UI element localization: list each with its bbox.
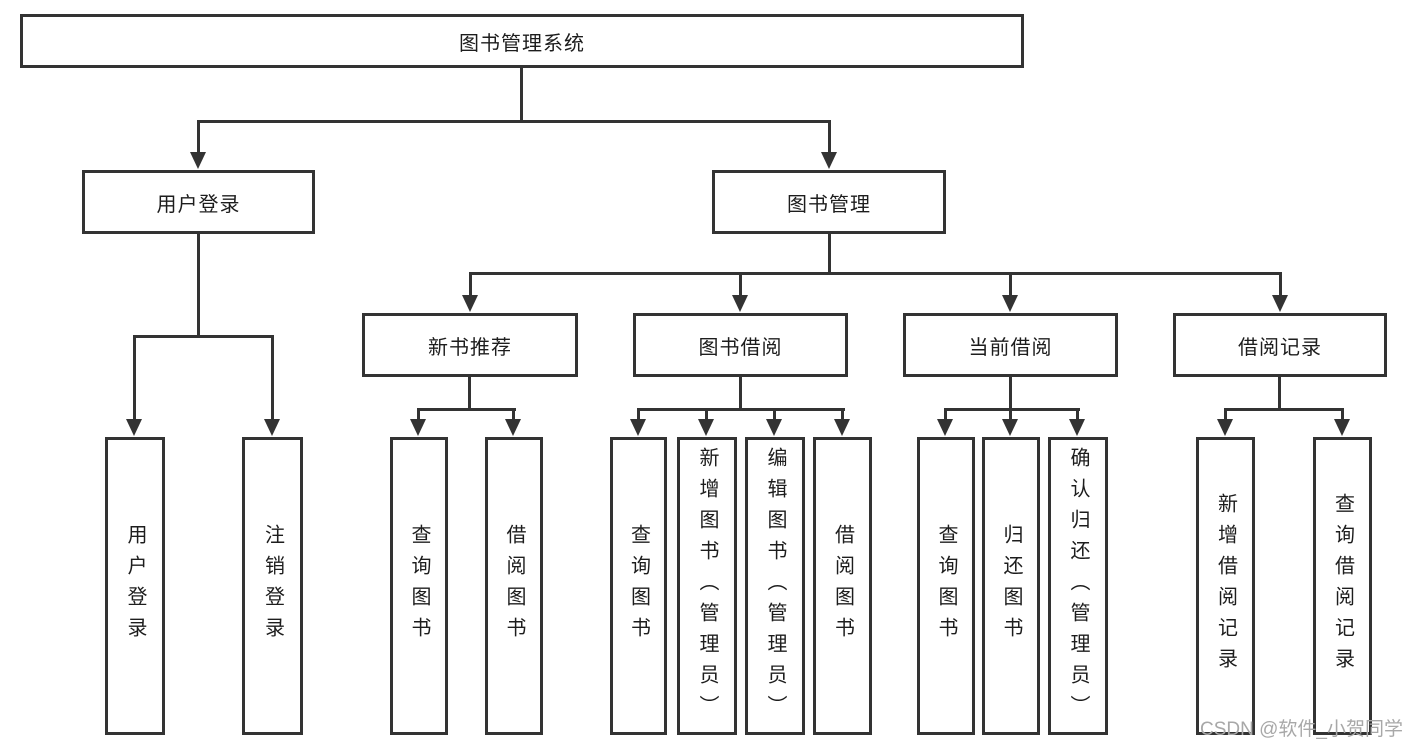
node-bb-query-books: 查询图书: [610, 437, 667, 735]
connector-bb-bar: [637, 408, 845, 411]
node-br-add-borrow-record: 新增借阅记录: [1196, 437, 1255, 735]
connector-user-login-stem: [197, 234, 200, 335]
node-nbr-borrow-books: 借阅图书: [485, 437, 543, 735]
node-label: 确认归还（管理员）: [1067, 446, 1089, 726]
node-label: 归还图书: [1000, 524, 1022, 648]
node-label: 查询图书: [627, 524, 650, 648]
connector-book-management-bar: [469, 272, 1282, 275]
connector-drop: [637, 408, 640, 421]
connector-drop: [1341, 408, 1344, 421]
node-borrowing-records: 借阅记录: [1173, 313, 1387, 377]
arrow-down-icon: [126, 419, 142, 436]
node-label: 编辑图书（管理员）: [764, 446, 786, 726]
node-label: 当前借阅: [968, 336, 1053, 359]
arrow-down-icon: [732, 295, 748, 312]
connector-drop-user-login: [197, 120, 200, 154]
connector-drop: [705, 408, 708, 421]
connector-drop: [773, 408, 776, 421]
arrow-down-icon: [1002, 419, 1018, 436]
node-bb-borrow-books: 借阅图书: [813, 437, 872, 735]
node-label: 借阅图书: [503, 524, 525, 648]
node-label: 查询图书: [935, 524, 957, 648]
connector-book-management-stem: [828, 234, 831, 272]
connector-drop-book-management: [828, 120, 831, 154]
node-label: 新书推荐: [428, 336, 512, 359]
node-nbr-query-books: 查询图书: [390, 437, 448, 735]
node-label: 图书管理系统: [459, 32, 585, 55]
arrow-down-icon: [1217, 419, 1233, 436]
connector-drop-current-borrowing: [1009, 272, 1012, 297]
connector-drop: [512, 408, 515, 421]
node-bb-edit-book-admin: 编辑图书（管理员）: [745, 437, 805, 735]
node-current-borrowing: 当前借阅: [903, 313, 1118, 377]
node-label: 新增借阅记录: [1214, 493, 1237, 679]
node-label: 用户登录: [156, 193, 241, 216]
csdn-watermark: CSDN @软件_小贺同学: [1200, 719, 1403, 740]
node-cb-return-books: 归还图书: [982, 437, 1040, 735]
arrow-down-icon: [462, 295, 478, 312]
connector-nbr-stem: [468, 377, 471, 408]
connector-drop: [1076, 408, 1079, 421]
node-cb-query-books: 查询图书: [917, 437, 975, 735]
node-label: 注销登录: [261, 524, 284, 648]
connector-drop-login: [133, 335, 136, 421]
connector-cb-bar: [944, 408, 1080, 411]
connector-bb-stem: [739, 377, 742, 408]
arrow-down-icon: [505, 419, 521, 436]
node-label: 借阅图书: [831, 524, 854, 648]
node-bb-add-book-admin: 新增图书（管理员）: [677, 437, 737, 735]
connector-drop-new-book: [469, 272, 472, 297]
node-label: 查询图书: [408, 524, 430, 648]
connector-nbr-bar: [417, 408, 516, 411]
connector-drop: [841, 408, 844, 421]
arrow-down-icon: [698, 419, 714, 436]
node-label: 查询借阅记录: [1331, 493, 1354, 679]
arrow-down-icon: [937, 419, 953, 436]
connector-br-bar: [1224, 408, 1344, 411]
arrow-down-icon: [766, 419, 782, 436]
connector-cb-stem: [1009, 377, 1012, 408]
arrow-down-icon: [821, 152, 837, 169]
arrow-down-icon: [1069, 419, 1085, 436]
node-library-management-system: 图书管理系统: [20, 14, 1024, 68]
connector-drop: [1009, 408, 1012, 421]
connector-root-bar: [197, 120, 831, 123]
node-label: 图书管理: [787, 193, 871, 216]
node-label: 用户登录: [124, 524, 146, 648]
connector-drop: [1224, 408, 1227, 421]
arrow-down-icon: [264, 419, 280, 436]
connector-drop-borrowing-records: [1279, 272, 1282, 297]
connector-drop-logout: [271, 335, 274, 421]
arrow-down-icon: [1002, 295, 1018, 312]
connector-user-login-bar: [133, 335, 274, 338]
connector-br-stem: [1278, 377, 1281, 408]
node-cb-confirm-return-admin: 确认归还（管理员）: [1048, 437, 1108, 735]
node-book-management: 图书管理: [712, 170, 946, 234]
node-label: 借阅记录: [1238, 336, 1322, 359]
arrow-down-icon: [410, 419, 426, 436]
node-user-login-branch: 用户登录: [82, 170, 315, 234]
node-label: 新增图书（管理员）: [696, 446, 718, 726]
node-logout-login: 注销登录: [242, 437, 303, 735]
node-label: 图书借阅: [698, 336, 783, 359]
arrow-down-icon: [1334, 419, 1350, 436]
node-new-book-recommendation: 新书推荐: [362, 313, 578, 377]
arrow-down-icon: [190, 152, 206, 169]
node-book-borrowing: 图书借阅: [633, 313, 848, 377]
connector-drop: [417, 408, 420, 421]
arrow-down-icon: [834, 419, 850, 436]
arrow-down-icon: [630, 419, 646, 436]
connector-root-stem: [520, 68, 523, 120]
arrow-down-icon: [1272, 295, 1288, 312]
connector-drop: [944, 408, 947, 421]
node-br-query-borrow-record: 查询借阅记录: [1313, 437, 1372, 735]
node-user-login: 用户登录: [105, 437, 165, 735]
connector-drop-book-borrowing: [739, 272, 742, 297]
